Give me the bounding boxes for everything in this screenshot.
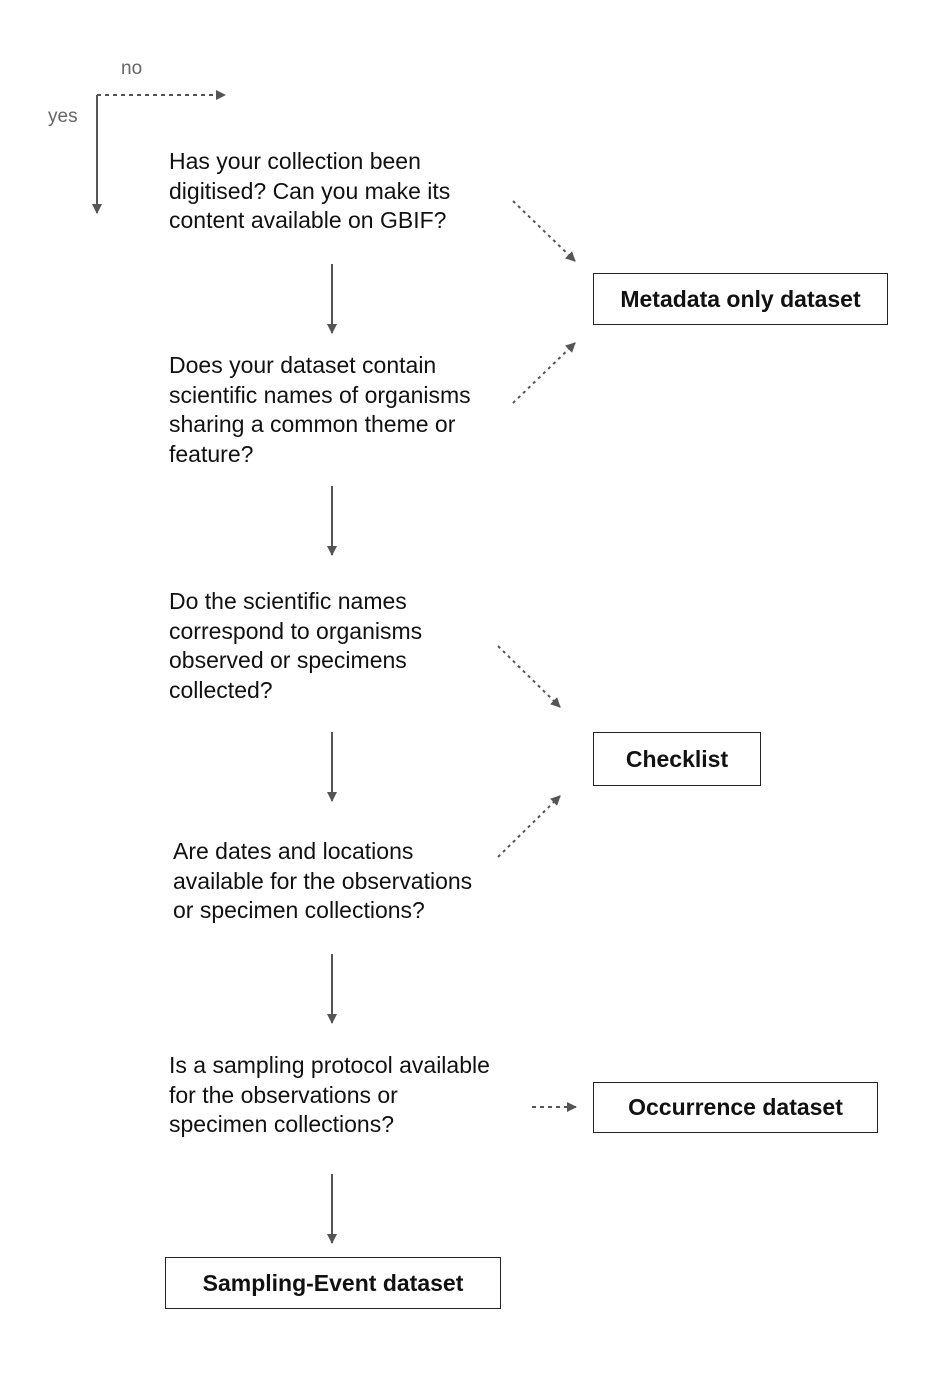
question-line: specimen collections?: [169, 1111, 395, 1137]
question-line: sharing a common theme or: [169, 411, 456, 437]
outcome-metadata-only-dataset: Metadata only dataset: [593, 273, 888, 325]
question-line: correspond to organisms: [169, 617, 423, 644]
question-sampling-protocol: Is a sampling protocol available for the…: [169, 1051, 490, 1140]
question-line: Is a sampling protocol available: [169, 1052, 490, 1078]
question-dates-locations: Are dates and locations available for th…: [173, 837, 472, 926]
question-line: Does your dataset contain: [169, 352, 437, 378]
question-line: Are dates and locations: [173, 838, 414, 864]
question-scientific-names: Does your dataset contain scientific nam…: [169, 351, 471, 469]
no-arrow-q2-metadata: [512, 342, 576, 404]
legend-yes-label: yes: [48, 106, 78, 127]
outcome-checklist: Checklist: [593, 732, 761, 786]
question-collection-digitised: Has your collection been digitised? Can …: [169, 147, 450, 236]
question-line: feature?: [169, 440, 254, 467]
outcome-sampling-event-dataset: Sampling-Event dataset: [165, 1257, 501, 1309]
legend-no-label: no: [121, 58, 143, 79]
no-arrow-q1-metadata: [512, 200, 576, 262]
question-line: Has your collection been: [169, 148, 421, 174]
question-line: or specimen collections?: [173, 897, 425, 923]
question-line: observed or specimens: [169, 647, 407, 673]
question-line: Do the scientific names: [169, 588, 407, 614]
question-line: content available on GBIF?: [169, 207, 447, 233]
no-arrow-q3-checklist: [497, 645, 561, 708]
question-line: scientific names of organisms: [169, 381, 471, 408]
no-arrow-q4-checklist: [497, 795, 561, 858]
question-line: digitised? Can you make its: [169, 177, 451, 204]
question-organisms-observed: Do the scientific names correspond to or…: [169, 587, 422, 705]
question-line: for the observations or: [169, 1081, 398, 1108]
question-line: collected?: [169, 676, 273, 703]
outcome-occurrence-dataset: Occurrence dataset: [593, 1082, 878, 1133]
question-line: available for the observations: [173, 867, 473, 894]
